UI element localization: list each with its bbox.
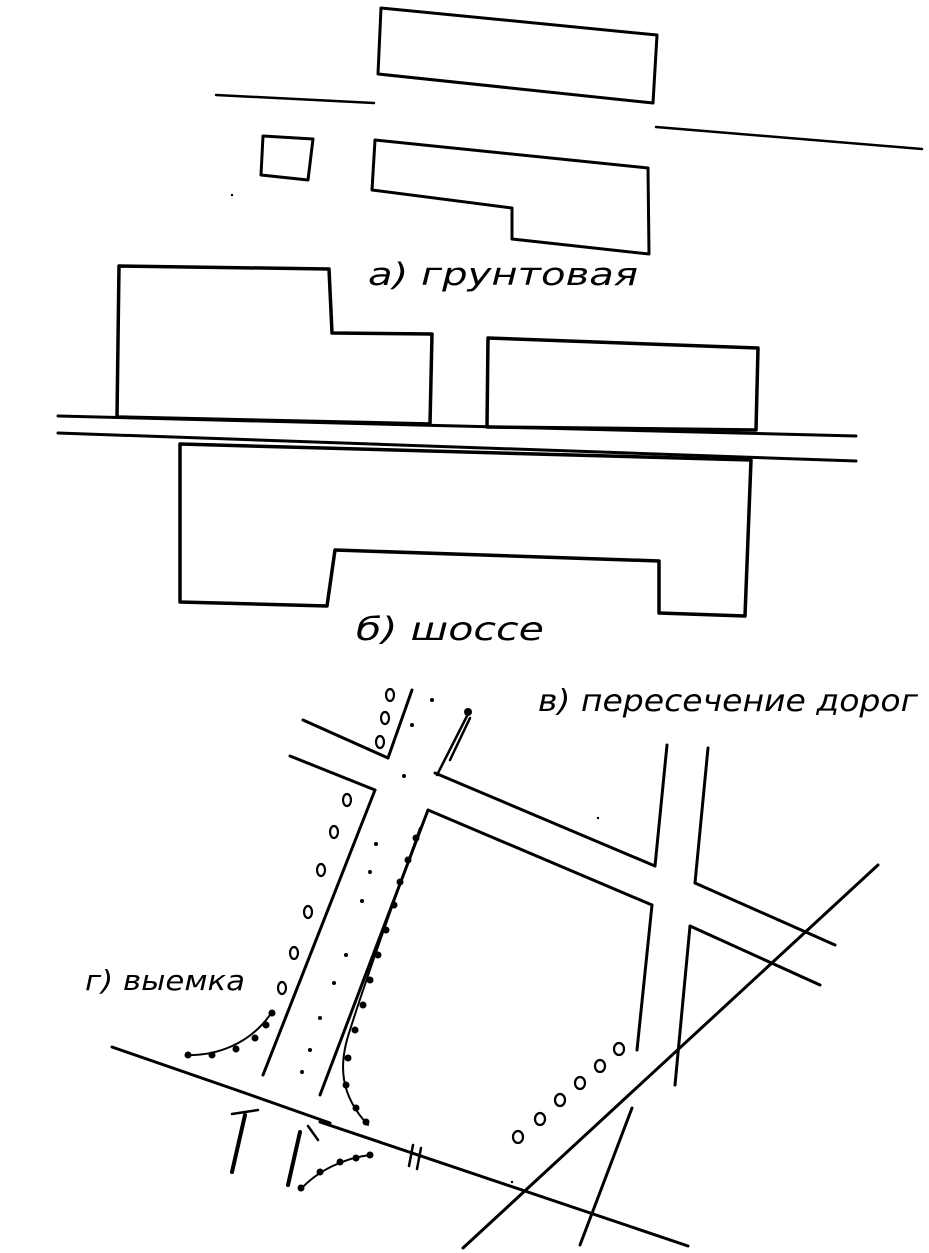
road-edge (433, 771, 657, 868)
path-line (435, 714, 469, 777)
cutting-slope-right (342, 827, 421, 1126)
tree-row (276, 687, 396, 996)
road-edge (288, 754, 377, 792)
building-block (259, 134, 315, 182)
building-block (485, 336, 760, 432)
road-edge (301, 718, 390, 760)
specks (230, 193, 600, 1184)
diagram-v-intersection: в) пересечение дорог (85, 193, 918, 1250)
road-edge (693, 746, 710, 885)
road-edge (673, 924, 692, 1087)
road-edge (386, 688, 414, 760)
road-edge (56, 431, 858, 463)
cutting-slope-left (184, 1009, 276, 1059)
road-edge (230, 1108, 260, 1116)
road-edge (261, 788, 377, 1077)
caption-b: б) шоссе (356, 610, 544, 648)
road-edge (56, 414, 858, 438)
diagonal-road (578, 1106, 634, 1247)
road-edge (306, 1124, 320, 1142)
path-line (448, 716, 472, 762)
road-edge (426, 808, 654, 907)
road-edge (653, 743, 669, 868)
road-edge (693, 881, 837, 947)
building-block (178, 442, 753, 618)
diagram-b-highway: б) шоссе (56, 264, 858, 648)
diagonal-road (461, 863, 880, 1250)
bridge-mark (407, 1143, 415, 1168)
road-edge (635, 903, 654, 1052)
road-centerline-dots (300, 698, 434, 1074)
road-edge (286, 1130, 302, 1187)
diagram-a-dirt-road: а) грунтовая (214, 6, 924, 293)
bridge-mark (415, 1146, 423, 1171)
building-block (370, 138, 651, 256)
road-edge (230, 1113, 247, 1174)
caption-a: а) грунтовая (368, 257, 638, 293)
tree-row (511, 1041, 626, 1145)
caption-g: г) выемка (85, 964, 245, 997)
road-edge (318, 1120, 690, 1248)
building-block (376, 6, 659, 105)
road-edge (110, 1045, 247, 1095)
road-edge (243, 1091, 332, 1125)
cutting-slope-bottom (297, 1151, 374, 1192)
pole-marker (464, 708, 472, 716)
road-edge (688, 924, 822, 987)
road-edge (214, 93, 376, 105)
caption-v: в) пересечение дорог (538, 684, 918, 719)
road-edge (654, 125, 924, 151)
